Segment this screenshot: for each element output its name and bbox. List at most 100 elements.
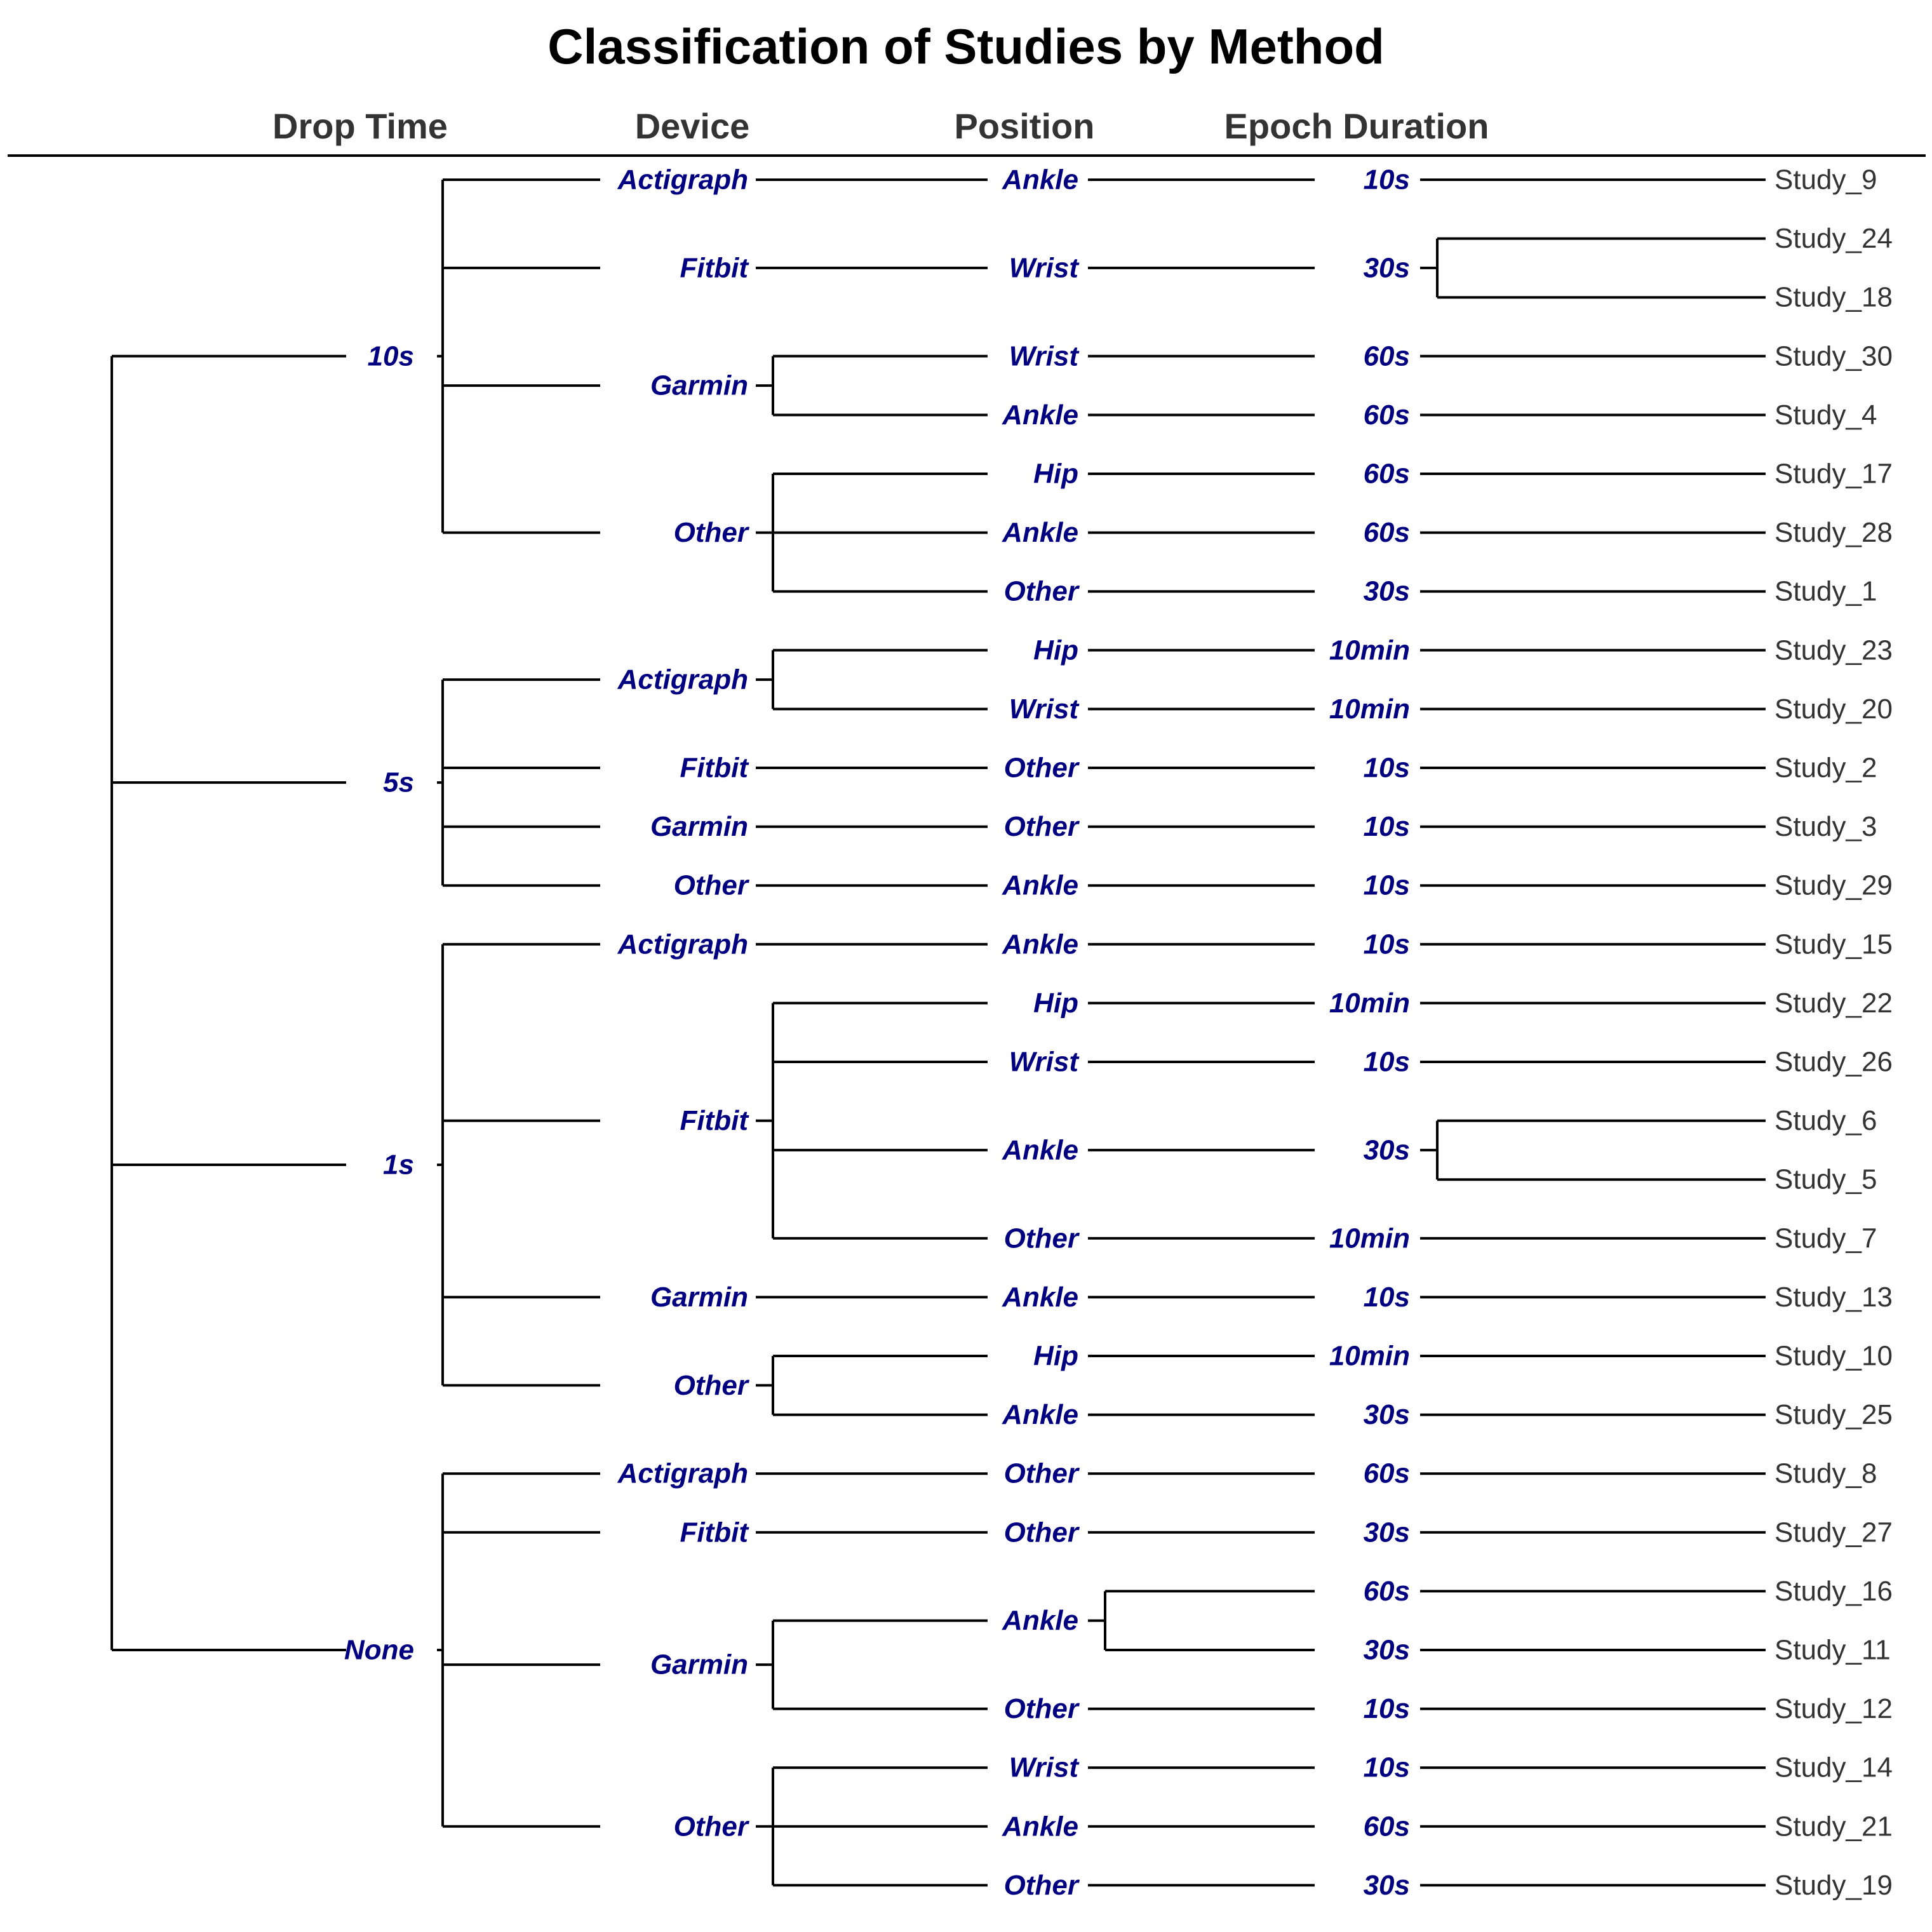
node-label-epoch: 10min bbox=[1329, 1341, 1410, 1372]
node-label-device: Other bbox=[674, 1811, 750, 1842]
leaf-label: Study_15 bbox=[1774, 929, 1893, 960]
leaf-label: Study_6 bbox=[1774, 1105, 1877, 1136]
node-label-device: Fitbit bbox=[680, 252, 749, 283]
leaf-label: Study_26 bbox=[1774, 1047, 1893, 1078]
column-header-device: Device bbox=[635, 106, 750, 146]
node-label-position: Hip bbox=[1033, 459, 1078, 490]
node-label-epoch: 30s bbox=[1364, 1635, 1410, 1666]
leaf-label: Study_19 bbox=[1774, 1870, 1893, 1901]
node-label-device: Garmin bbox=[650, 370, 748, 401]
column-header-drop-time: Drop Time bbox=[272, 106, 448, 146]
node-label-position: Other bbox=[1004, 1517, 1080, 1548]
leaf-label: Study_5 bbox=[1774, 1164, 1877, 1195]
leaf-label: Study_9 bbox=[1774, 164, 1877, 196]
node-label-epoch: 10min bbox=[1329, 1223, 1410, 1254]
node-label-position: Hip bbox=[1033, 634, 1078, 666]
node-label-position: Wrist bbox=[1009, 1047, 1080, 1078]
leaf-label: Study_11 bbox=[1774, 1635, 1891, 1666]
node-label-drop-time: None bbox=[344, 1635, 414, 1666]
node-label-epoch: 30s bbox=[1364, 1399, 1410, 1430]
node-label-position: Ankle bbox=[1002, 164, 1078, 196]
node-label-position: Other bbox=[1004, 1693, 1080, 1724]
leaf-label: Study_22 bbox=[1774, 988, 1893, 1019]
node-label-position: Ankle bbox=[1002, 1605, 1078, 1636]
node-label-device: Actigraph bbox=[617, 929, 748, 960]
column-header-epoch-duration: Epoch Duration bbox=[1224, 106, 1489, 146]
node-label-drop-time: 1s bbox=[383, 1150, 414, 1181]
node-label-position: Other bbox=[1004, 1458, 1080, 1489]
leaf-label: Study_10 bbox=[1774, 1341, 1893, 1372]
node-label-position: Other bbox=[1004, 811, 1080, 842]
node-label-drop-time: 10s bbox=[368, 340, 414, 372]
node-label-position: Other bbox=[1004, 1870, 1080, 1901]
node-label-epoch: 60s bbox=[1364, 1811, 1410, 1842]
tree-edges bbox=[111, 178, 1766, 1887]
leaf-label: Study_25 bbox=[1774, 1399, 1893, 1430]
node-label-epoch: 10s bbox=[1364, 753, 1410, 784]
leaf-label: Study_3 bbox=[1774, 811, 1877, 842]
leaf-label: Study_27 bbox=[1774, 1517, 1893, 1548]
node-label-device: Actigraph bbox=[617, 1458, 748, 1489]
node-label-epoch: 60s bbox=[1364, 1576, 1410, 1607]
node-label-epoch: 60s bbox=[1364, 399, 1410, 431]
node-label-device: Garmin bbox=[650, 811, 748, 842]
leaf-label: Study_14 bbox=[1774, 1752, 1893, 1783]
node-label-epoch: 10s bbox=[1364, 929, 1410, 960]
leaf-label: Study_1 bbox=[1774, 576, 1877, 607]
node-label-epoch: 10s bbox=[1364, 1752, 1410, 1783]
node-label-epoch: 30s bbox=[1364, 576, 1410, 607]
node-label-position: Ankle bbox=[1002, 1399, 1078, 1430]
node-label-epoch: 10min bbox=[1329, 694, 1410, 725]
leaf-label: Study_20 bbox=[1774, 694, 1893, 725]
node-label-device: Fitbit bbox=[680, 1517, 749, 1548]
node-label-device: Garmin bbox=[650, 1649, 748, 1680]
node-label-epoch: 30s bbox=[1364, 252, 1410, 283]
node-label-epoch: 10s bbox=[1364, 811, 1410, 842]
node-label-position: Ankle bbox=[1002, 1134, 1078, 1165]
leaf-label: Study_28 bbox=[1774, 517, 1893, 548]
node-label-position: Ankle bbox=[1002, 517, 1078, 548]
tree-labels: Study_910sAnkleActigraphStudy_24Study_18… bbox=[344, 164, 1893, 1901]
node-label-position: Ankle bbox=[1002, 1282, 1078, 1313]
node-label-epoch: 10min bbox=[1329, 988, 1410, 1019]
node-label-epoch: 10min bbox=[1329, 634, 1410, 666]
node-label-position: Hip bbox=[1033, 1341, 1078, 1372]
node-label-position: Other bbox=[1004, 1223, 1080, 1254]
leaf-label: Study_4 bbox=[1774, 399, 1877, 431]
node-label-device: Other bbox=[674, 517, 750, 548]
leaf-label: Study_7 bbox=[1774, 1223, 1877, 1254]
leaf-label: Study_12 bbox=[1774, 1693, 1893, 1724]
node-label-device: Other bbox=[674, 870, 750, 901]
leaf-label: Study_18 bbox=[1774, 282, 1893, 313]
node-label-epoch: 10s bbox=[1364, 1282, 1410, 1313]
node-label-position: Ankle bbox=[1002, 870, 1078, 901]
node-label-drop-time: 5s bbox=[383, 767, 414, 798]
leaf-label: Study_8 bbox=[1774, 1458, 1877, 1489]
node-label-epoch: 10s bbox=[1364, 1047, 1410, 1078]
node-label-epoch: 60s bbox=[1364, 340, 1410, 372]
leaf-label: Study_13 bbox=[1774, 1282, 1893, 1313]
node-label-device: Garmin bbox=[650, 1282, 748, 1313]
node-label-device: Actigraph bbox=[617, 164, 748, 196]
node-label-epoch: 30s bbox=[1364, 1870, 1410, 1901]
node-label-device: Fitbit bbox=[680, 1105, 749, 1136]
node-label-position: Wrist bbox=[1009, 340, 1080, 372]
node-label-device: Actigraph bbox=[617, 664, 748, 695]
node-label-device: Other bbox=[674, 1370, 750, 1401]
node-label-epoch: 60s bbox=[1364, 517, 1410, 548]
leaf-label: Study_21 bbox=[1774, 1811, 1893, 1842]
node-label-position: Other bbox=[1004, 576, 1080, 607]
node-label-position: Wrist bbox=[1009, 694, 1080, 725]
node-label-position: Ankle bbox=[1002, 399, 1078, 431]
node-label-position: Wrist bbox=[1009, 252, 1080, 283]
node-label-epoch: 10s bbox=[1364, 870, 1410, 901]
leaf-label: Study_2 bbox=[1774, 753, 1877, 784]
leaf-label: Study_29 bbox=[1774, 870, 1893, 901]
leaf-label: Study_16 bbox=[1774, 1576, 1893, 1607]
node-label-epoch: 60s bbox=[1364, 459, 1410, 490]
node-label-epoch: 10s bbox=[1364, 164, 1410, 196]
node-label-position: Wrist bbox=[1009, 1752, 1080, 1783]
leaf-label: Study_17 bbox=[1774, 459, 1893, 490]
node-label-position: Other bbox=[1004, 753, 1080, 784]
